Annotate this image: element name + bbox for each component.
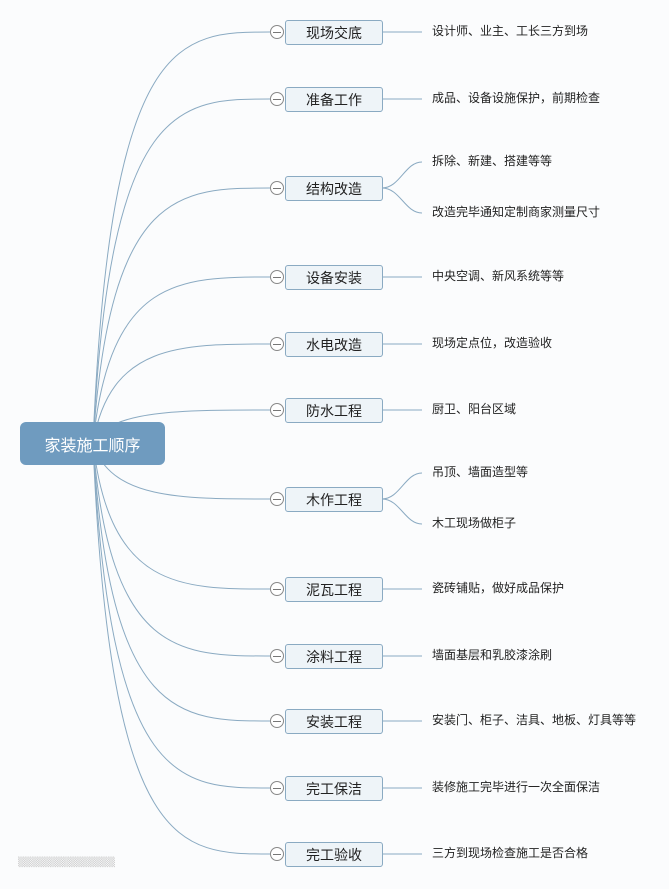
collapse-toggle-icon[interactable] <box>270 403 284 417</box>
collapse-toggle-icon[interactable] <box>270 649 284 663</box>
leaf-node[interactable]: 三方到现场检查施工是否合格 <box>432 846 589 860</box>
leaf-node[interactable]: 改造完毕通知定制商家测量尺寸 <box>432 205 601 219</box>
leaf-node[interactable]: 中央空调、新风系统等等 <box>432 269 565 283</box>
leaf-node[interactable]: 装修施工完毕进行一次全面保洁 <box>432 780 601 794</box>
root-connector <box>92 442 271 722</box>
leaf-node[interactable]: 成品、设备设施保护，前期检查 <box>432 91 601 105</box>
root-connector <box>92 442 271 657</box>
root-connector <box>92 187 271 444</box>
watermark: ▒▒▒▒▒▒▒▒▒▒▒▒▒▒ <box>18 858 115 868</box>
collapse-toggle-icon[interactable] <box>270 337 284 351</box>
branch-node[interactable]: 防水工程 <box>285 398 383 423</box>
leaf-connector <box>381 498 423 525</box>
leaf-connector <box>381 161 423 189</box>
collapse-toggle-icon[interactable] <box>270 92 284 106</box>
leaf-node[interactable]: 设计师、业主、工长三方到场 <box>432 24 589 38</box>
leaf-node[interactable]: 安装门、柜子、洁具、地板、灯具等等 <box>432 713 637 727</box>
collapse-toggle-icon[interactable] <box>270 582 284 596</box>
leaf-connector <box>381 187 423 214</box>
collapse-toggle-icon[interactable] <box>270 181 284 195</box>
leaf-node[interactable]: 厨卫、阳台区域 <box>432 402 517 416</box>
leaf-node[interactable]: 瓷砖铺贴，做好成品保护 <box>432 581 565 595</box>
leaf-node[interactable]: 吊顶、墙面造型等 <box>432 465 529 479</box>
leaf-node[interactable]: 拆除、新建、搭建等等 <box>432 154 553 168</box>
branch-node[interactable]: 涂料工程 <box>285 644 383 669</box>
leaf-node[interactable]: 墙面基层和乳胶漆涂刷 <box>432 648 553 662</box>
root-connector <box>92 343 271 444</box>
branch-node[interactable]: 泥瓦工程 <box>285 577 383 602</box>
collapse-toggle-icon[interactable] <box>270 714 284 728</box>
leaf-node[interactable]: 木工现场做柜子 <box>432 516 517 530</box>
root-connector <box>92 98 271 444</box>
branch-node[interactable]: 结构改造 <box>285 176 383 201</box>
branch-node[interactable]: 现场交底 <box>285 20 383 45</box>
collapse-toggle-icon[interactable] <box>270 270 284 284</box>
leaf-node[interactable]: 现场定点位，改造验收 <box>432 336 553 350</box>
collapse-toggle-icon[interactable] <box>270 781 284 795</box>
collapse-toggle-icon[interactable] <box>270 492 284 506</box>
collapse-toggle-icon[interactable] <box>270 25 284 39</box>
root-connector <box>92 31 271 444</box>
branch-node[interactable]: 木作工程 <box>285 487 383 512</box>
branch-node[interactable]: 设备安装 <box>285 265 383 290</box>
branch-node[interactable]: 安装工程 <box>285 709 383 734</box>
leaf-connector <box>381 472 423 500</box>
root-connector <box>92 442 271 855</box>
collapse-toggle-icon[interactable] <box>270 847 284 861</box>
root-connector <box>92 442 271 789</box>
branch-node[interactable]: 完工验收 <box>285 842 383 867</box>
branch-node[interactable]: 水电改造 <box>285 332 383 357</box>
branch-node[interactable]: 准备工作 <box>285 87 383 112</box>
root-connector <box>92 276 271 444</box>
root-node[interactable]: 家装施工顺序 <box>20 422 165 465</box>
root-connector <box>92 442 271 590</box>
branch-node[interactable]: 完工保洁 <box>285 776 383 801</box>
